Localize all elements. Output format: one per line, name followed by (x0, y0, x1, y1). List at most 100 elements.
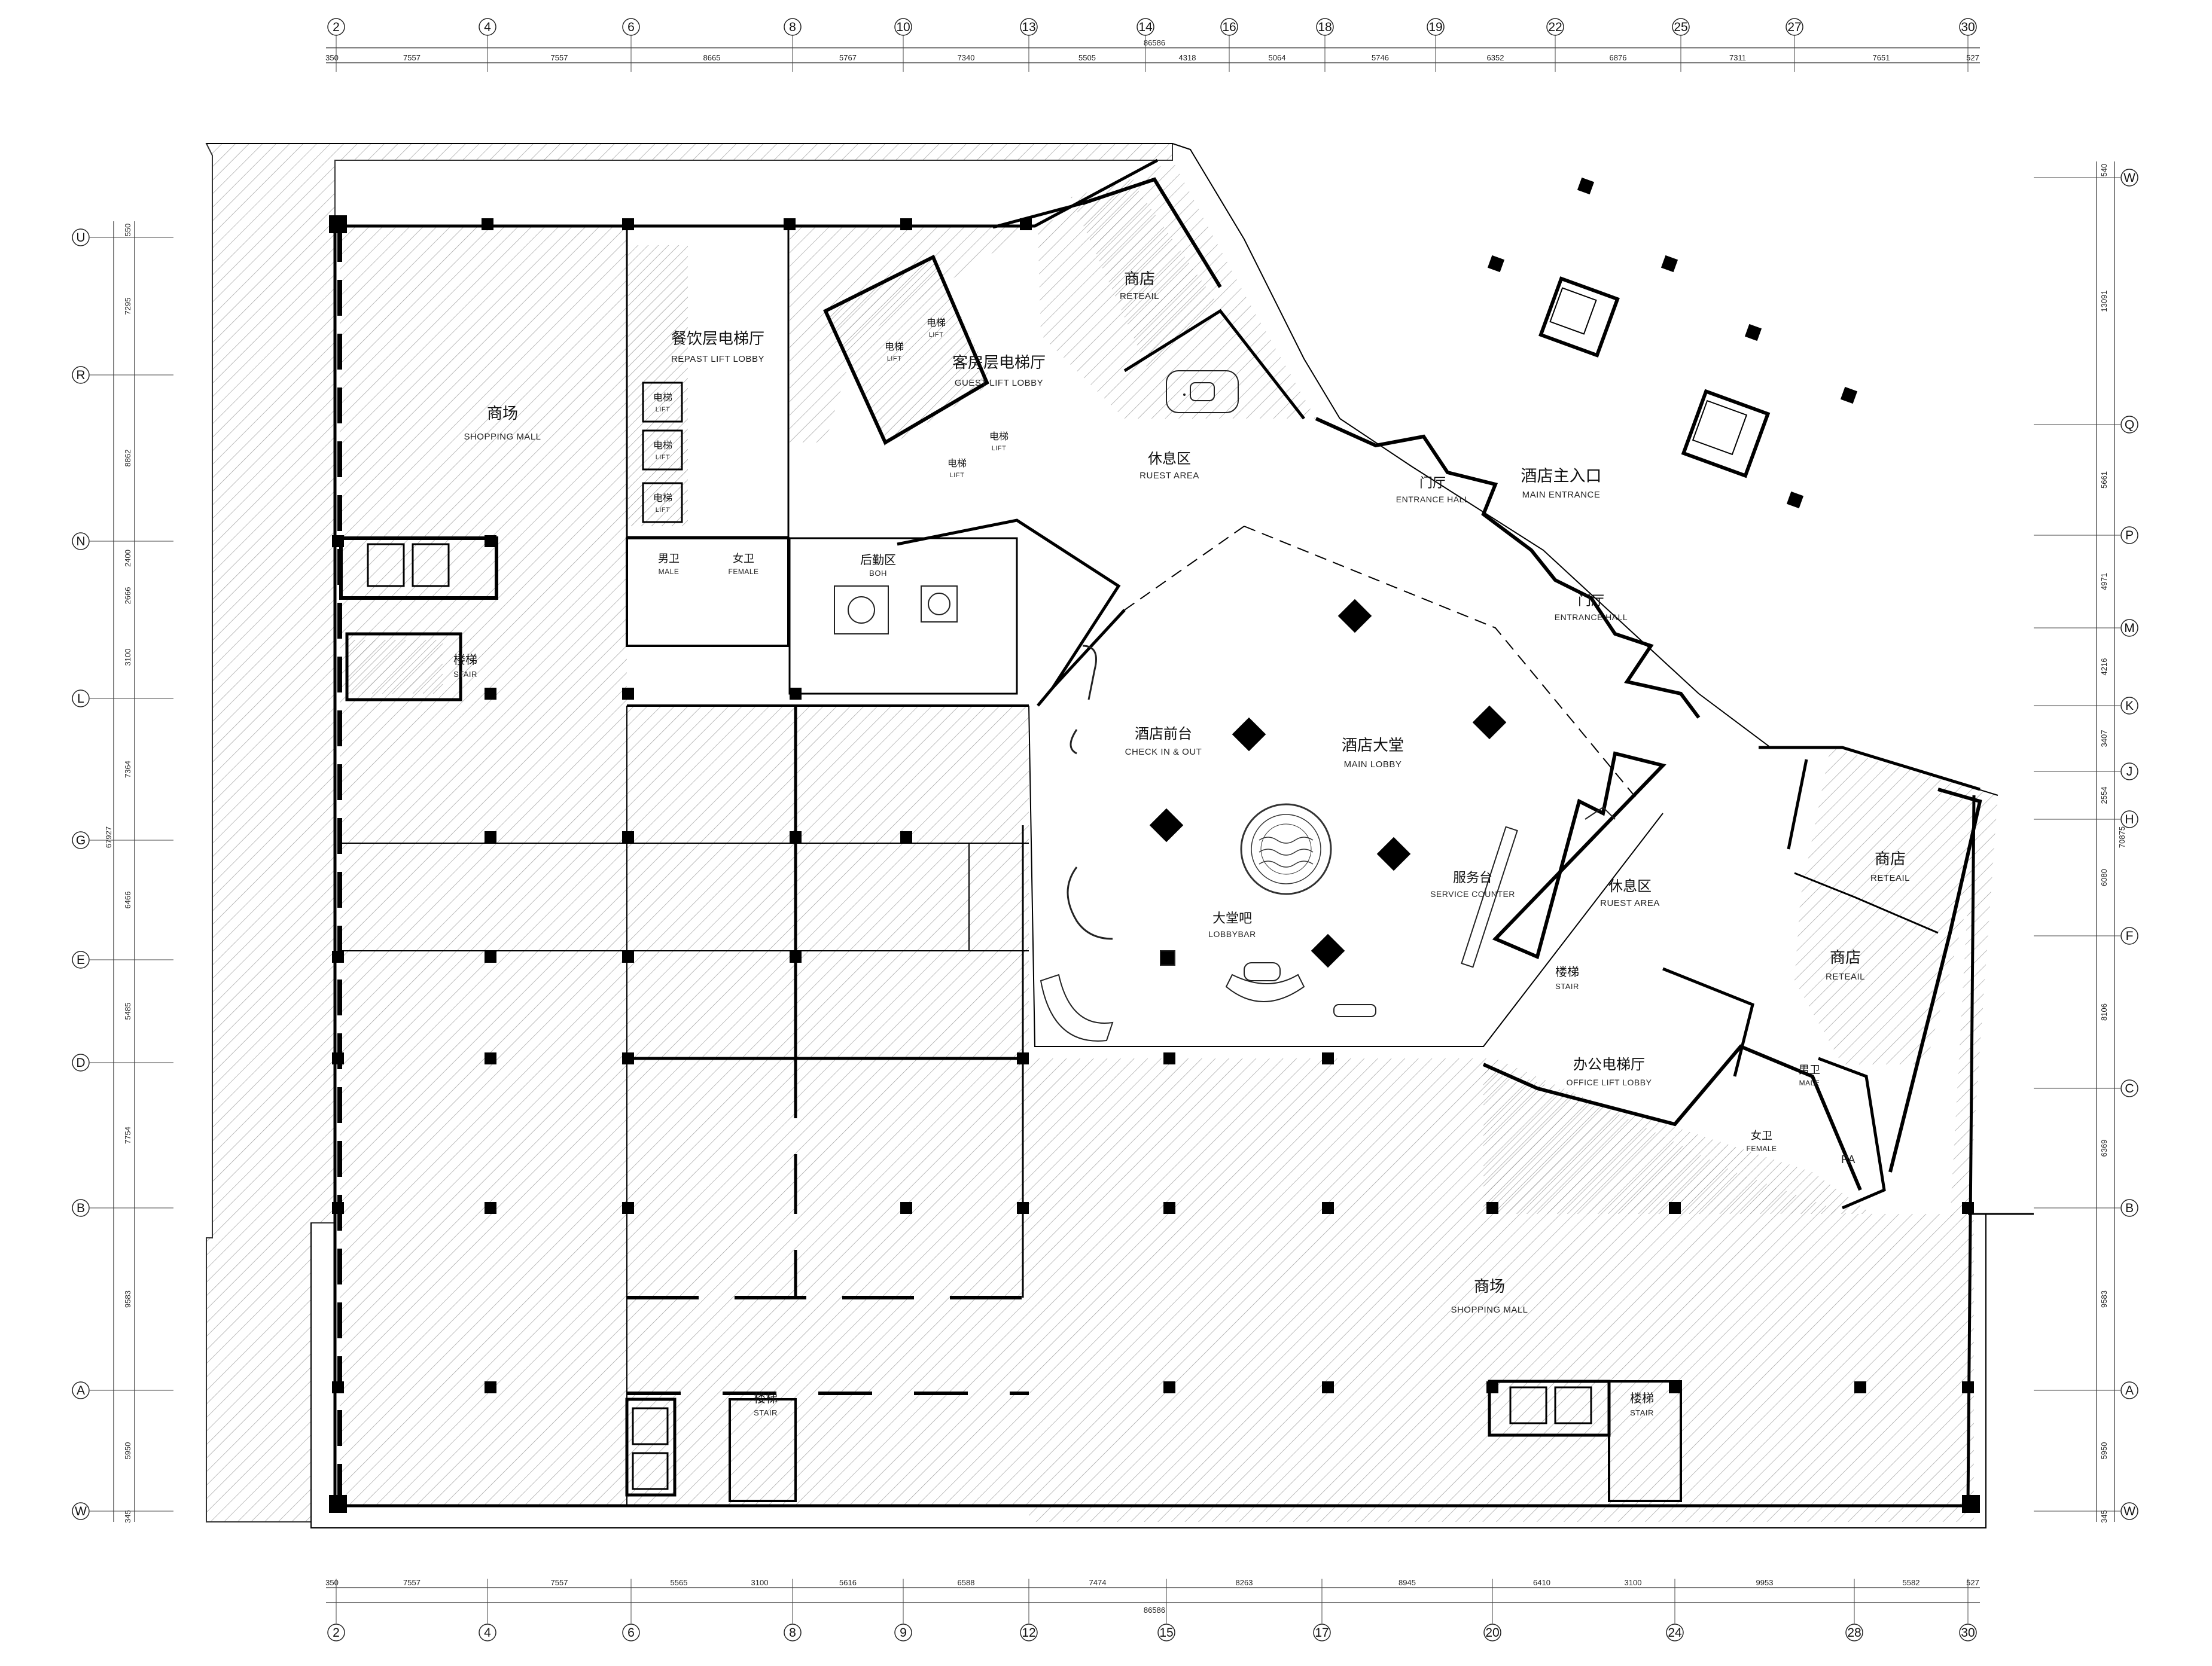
svg-text:商场: 商场 (1474, 1278, 1505, 1296)
right-axis-label-bubble (2120, 762, 2138, 780)
label-entrance-hall-2: 门厅 ENTRANCE HALL (1555, 594, 1628, 622)
right-seg-dim: 2554 (2100, 787, 2109, 804)
svg-text:酒店主入口: 酒店主入口 (1521, 467, 1602, 486)
left-seg-dim: 7295 (123, 298, 132, 315)
room-labels: 商场 SHOPPING MALL 商场 SHOPPING MALL 餐饮层电梯厅… (453, 270, 1910, 1417)
label-pa: PA (1841, 1154, 1855, 1165)
right-seg-dim: 3407 (2100, 730, 2109, 747)
bottom-axis-label-bubble (1666, 1624, 1684, 1641)
bottom-seg-dim: 3100 (1625, 1578, 1642, 1587)
right-axis-label: A (2125, 1384, 2134, 1398)
svg-text:商店: 商店 (1830, 949, 1861, 967)
right-axis-label: W (2123, 1505, 2135, 1518)
left-axis-label-bubble (72, 1381, 90, 1399)
left-seg-dim: 550 (123, 224, 132, 237)
label-stair-mid: 楼梯 STAIR (453, 652, 477, 679)
svg-text:GUEST LIFT LOBBY: GUEST LIFT LOBBY (955, 378, 1043, 388)
label-mall-left: 商场 SHOPPING MALL (464, 405, 541, 442)
left-axis-label: B (77, 1201, 85, 1215)
svg-text:MALE: MALE (1799, 1079, 1820, 1087)
top-seg-dim: 6352 (1487, 53, 1504, 62)
label-male-left: 男卫 MALE (658, 553, 680, 576)
bottom-seg-dim: 6588 (958, 1578, 975, 1587)
left-seg-dim: 7364 (123, 761, 132, 778)
top-seg-dim: 7651 (1873, 53, 1890, 62)
svg-text:办公电梯厅: 办公电梯厅 (1573, 1056, 1645, 1073)
top-seg-dim: 6876 (1610, 53, 1627, 62)
svg-text:服务台: 服务台 (1453, 871, 1492, 886)
bottom-axis-label: 8 (789, 1626, 796, 1640)
bottom-seg-dim: 7557 (403, 1578, 421, 1587)
right-axis-label-bubble (2120, 697, 2138, 715)
svg-text:餐饮层电梯厅: 餐饮层电梯厅 (671, 330, 764, 348)
right-axis-label-bubble (2120, 1199, 2138, 1217)
left-axis-label: L (77, 692, 84, 706)
svg-text:LIFT: LIFT (929, 331, 944, 338)
label-mall-bottom: 商场 SHOPPING MALL (1451, 1278, 1528, 1315)
top-axis-label-bubble (1672, 18, 1690, 36)
svg-text:门厅: 门厅 (1419, 476, 1446, 491)
top-axis-label-bubble (1786, 18, 1803, 36)
label-male-right: 男卫 MALE (1799, 1064, 1820, 1087)
label-lobby-bar: 大堂吧 LOBBYBAR (1208, 911, 1256, 939)
right-axis-label: P (2125, 529, 2134, 542)
label-retail-top: 商店 RETEAIL (1120, 270, 1159, 301)
svg-text:LIFT: LIFT (992, 445, 1007, 452)
top-seg-dim: 7557 (551, 53, 568, 62)
bottom-axis-label-bubble (479, 1624, 496, 1641)
top-seg-dim: 527 (1966, 53, 1979, 62)
left-axis-label: U (76, 231, 85, 245)
bottom-seg-dim: 350 (325, 1578, 339, 1587)
svg-text:REPAST LIFT LOBBY: REPAST LIFT LOBBY (671, 354, 764, 364)
top-seg-dim: 7340 (958, 53, 975, 62)
left-seg-dim: 5950 (123, 1442, 132, 1460)
left-axis-label: R (76, 368, 85, 382)
left-axis-label-bubble (72, 689, 90, 707)
right-axis-label: K (2125, 699, 2134, 713)
svg-text:楼梯: 楼梯 (1630, 1391, 1654, 1405)
right-axis-label: H (2125, 813, 2134, 826)
top-axis-label: 8 (789, 20, 796, 34)
label-retail-right-2: 商店 RETEAIL (1826, 949, 1865, 982)
label-rest-top: 休息区 RUEST AREA (1139, 450, 1199, 481)
right-total-dim: 70875 (2117, 826, 2126, 848)
left-axis-label: N (76, 535, 85, 548)
right-seg-dim: 4216 (2100, 658, 2109, 676)
svg-text:CHECK IN & OUT: CHECK IN & OUT (1125, 747, 1202, 757)
right-seg-dim: 6369 (2100, 1140, 2109, 1157)
right-axis-label-bubble (2120, 927, 2138, 945)
svg-text:STAIR: STAIR (754, 1408, 778, 1417)
right-axis-label-bubble (2120, 416, 2138, 434)
bottom-axis-label-bubble (784, 1624, 802, 1641)
left-axis-label-bubble (72, 1054, 90, 1072)
svg-text:商店: 商店 (1875, 850, 1906, 868)
top-axis-label: 30 (1961, 20, 1975, 34)
top-seg-dim: 7311 (1729, 53, 1746, 62)
svg-text:RUEST AREA: RUEST AREA (1139, 471, 1199, 481)
svg-text:酒店前台: 酒店前台 (1135, 725, 1192, 742)
bottom-axis-label: 4 (484, 1626, 491, 1640)
right-seg-dim: 13091 (2100, 290, 2109, 312)
bottom-seg-dim: 527 (1966, 1578, 1979, 1587)
left-seg-dim: 2666 (123, 587, 132, 605)
label-office-lift: 办公电梯厅 OFFICE LIFT LOBBY (1567, 1056, 1652, 1087)
top-axis-label: 4 (484, 20, 491, 34)
svg-text:商店: 商店 (1124, 270, 1155, 288)
svg-text:男卫: 男卫 (1799, 1064, 1820, 1076)
svg-text:ENTRANCE HALL: ENTRANCE HALL (1555, 612, 1628, 622)
left-axis-label-bubble (72, 951, 90, 969)
svg-text:电梯: 电梯 (947, 457, 967, 469)
top-axis-label-bubble (784, 18, 802, 36)
label-check-in: 酒店前台 CHECK IN & OUT (1125, 725, 1202, 757)
svg-text:楼梯: 楼梯 (754, 1391, 778, 1405)
left-seg-dim: 5485 (123, 1003, 132, 1020)
bottom-seg-dim: 5616 (839, 1578, 857, 1587)
top-axis-label: 22 (1548, 20, 1562, 34)
top-seg-dim: 350 (325, 53, 339, 62)
top-axis-label-bubble (1427, 18, 1445, 36)
left-seg-dim: 9583 (123, 1290, 132, 1308)
svg-text:PA: PA (1841, 1154, 1855, 1165)
svg-text:电梯: 电梯 (653, 440, 672, 451)
svg-text:FEMALE: FEMALE (1746, 1145, 1777, 1153)
